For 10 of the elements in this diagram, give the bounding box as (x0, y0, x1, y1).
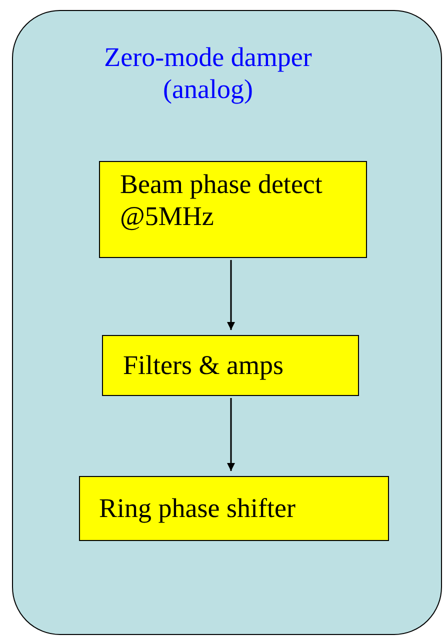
process-box (79, 476, 389, 541)
arrow (227, 398, 235, 471)
panel-title: Zero-mode damper (analog) (103, 41, 313, 106)
box-label: Ring phase shifter (99, 492, 296, 524)
process-box (102, 335, 359, 396)
process-box (99, 161, 367, 258)
panel-background (12, 10, 442, 635)
box-label: Filters & amps (123, 349, 284, 382)
box-label: Beam phase detect @5MHz (120, 168, 324, 233)
arrow (227, 260, 235, 330)
